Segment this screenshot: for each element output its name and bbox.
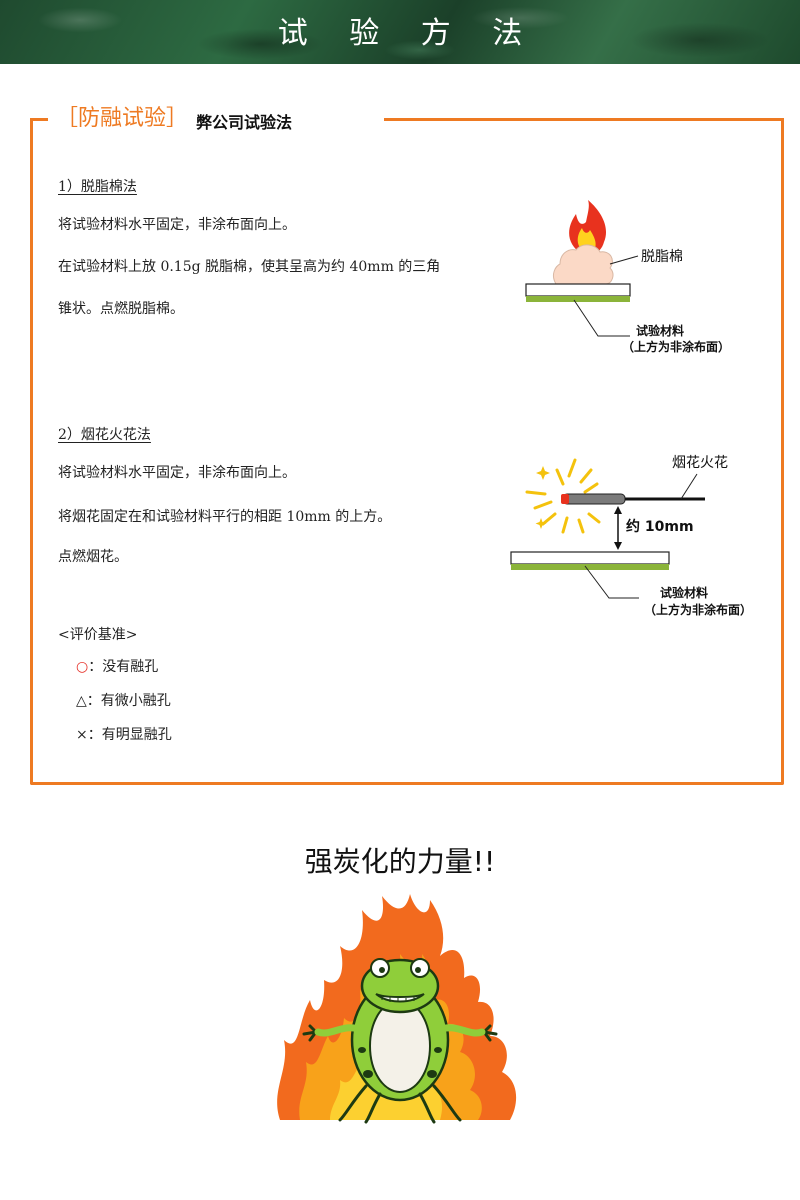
- method1-line-3: 锥状。点燃脱脂棉。: [58, 301, 184, 317]
- section-tag: ［防融试验］: [56, 106, 189, 131]
- criteria-item-2: ×：有明显融孔: [76, 727, 172, 743]
- spark-rays-icon: [525, 458, 601, 534]
- triangle-icon: △: [76, 693, 87, 709]
- method1-line-1: 将试验材料水平固定，非涂布面向上。: [58, 217, 296, 233]
- cotton-ball-icon: [553, 244, 614, 285]
- material-plate: [525, 283, 631, 297]
- cross-icon: ×: [76, 727, 88, 743]
- test-frame: [30, 118, 784, 785]
- cotton-label: 脱脂棉: [641, 249, 683, 265]
- distance-label: 约 10mm: [626, 519, 694, 535]
- method1-title: 1）脱脂棉法: [58, 179, 137, 195]
- header-banner: [0, 0, 800, 64]
- method2-line-2: 将烟花固定在和试验材料平行的相距 10mm 的上方。: [58, 509, 392, 525]
- frog-flames-illustration: [277, 894, 517, 1124]
- sparkler-head: [562, 493, 626, 505]
- material-sub-2: （上方为非涂布面）: [644, 603, 753, 617]
- circle-icon: ○: [76, 659, 89, 675]
- material-label-1: 试验材料: [636, 324, 685, 338]
- method2-line-1: 将试验材料水平固定，非涂布面向上。: [58, 465, 296, 481]
- sparkler-test-diagram: [510, 458, 705, 599]
- material-green-layer: [511, 564, 669, 570]
- criteria-item-1: △：有微小融孔: [76, 693, 171, 709]
- spark-star-icon: [535, 466, 550, 529]
- frame-top-left-line: [30, 118, 48, 121]
- material-label-2: 试验材料: [660, 586, 709, 600]
- sparkler-label: 烟花火花: [672, 455, 728, 471]
- material-sub-1: （上方为非涂布面）: [622, 340, 731, 354]
- frog-icon: [302, 958, 498, 1124]
- method2-line-3: 点燃烟花。: [58, 549, 128, 565]
- slogan-heading: 强炭化的力量!!: [304, 845, 496, 878]
- criteria-title: <评价基准>: [58, 627, 138, 643]
- page-title: 试 验 方 法: [277, 16, 539, 51]
- material-green-layer: [526, 296, 630, 302]
- material-plate: [510, 551, 670, 565]
- cotton-test-diagram: [525, 200, 639, 337]
- method1-line-2: 在试验材料上放 0.15g 脱脂棉，使其呈高为约 40mm 的三角: [58, 259, 441, 275]
- frame-top-right-line: [384, 118, 781, 121]
- criteria-item-0: ○：没有融孔: [76, 659, 159, 675]
- method2-title: 2）烟花火花法: [58, 427, 151, 443]
- section-subtitle: 弊公司试验法: [196, 113, 293, 132]
